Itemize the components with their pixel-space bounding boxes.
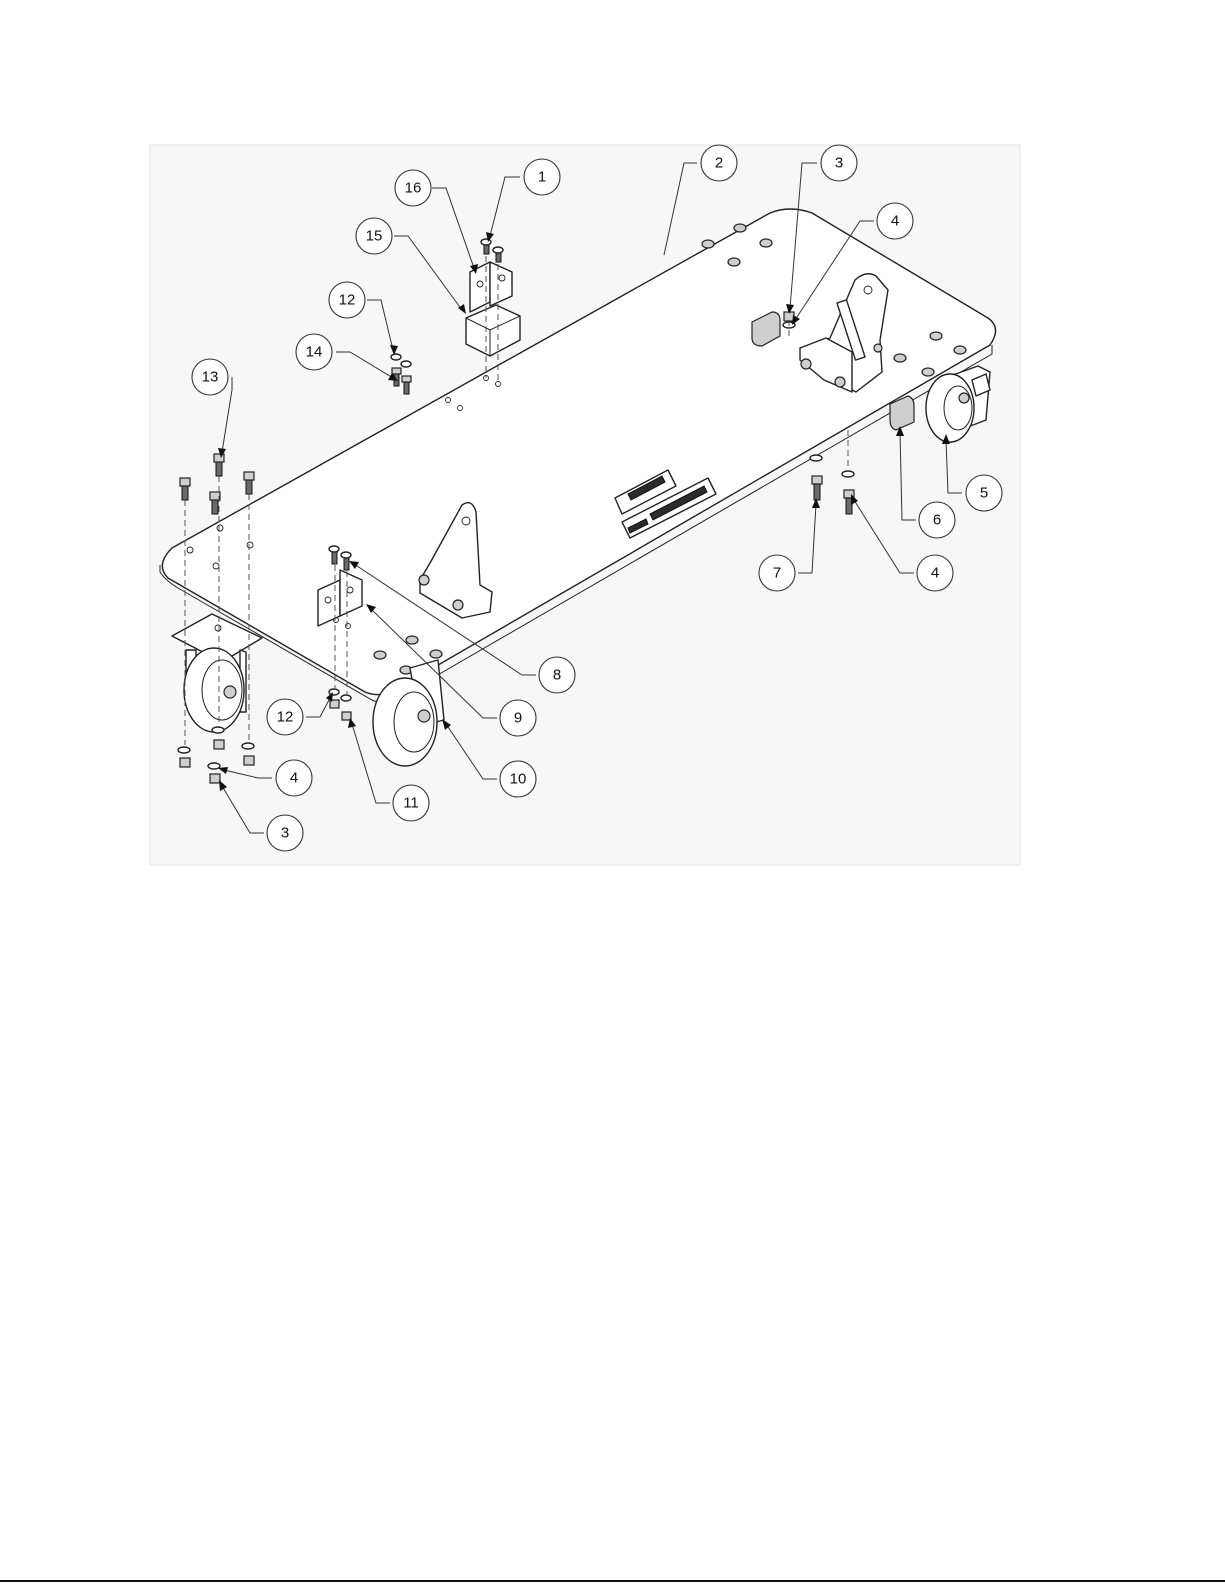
callout-number: 4 bbox=[891, 213, 899, 230]
callout-number: 12 bbox=[277, 709, 294, 726]
callout-number: 13 bbox=[202, 369, 219, 386]
callout-balloon: 4 bbox=[917, 555, 953, 591]
callout-balloon: 6 bbox=[919, 502, 955, 538]
callout-number: 9 bbox=[514, 710, 522, 727]
callout-balloon: 14 bbox=[296, 334, 332, 370]
callout-number: 3 bbox=[281, 825, 289, 842]
callout-number: 3 bbox=[835, 155, 843, 172]
callout-number: 4 bbox=[931, 565, 939, 582]
callout-balloon: 8 bbox=[539, 657, 575, 693]
callout-number: 7 bbox=[773, 565, 781, 582]
callout-balloon: 1 bbox=[524, 159, 560, 195]
callout-balloon: 16 bbox=[395, 170, 431, 206]
callout-number: 6 bbox=[933, 512, 941, 529]
callout-balloon: 12 bbox=[329, 282, 365, 318]
callout-balloon: 13 bbox=[192, 359, 228, 395]
callout-number: 11 bbox=[403, 795, 419, 812]
callout-balloon: 15 bbox=[356, 218, 392, 254]
callout-balloon: 4 bbox=[276, 760, 312, 796]
callout-number: 10 bbox=[510, 771, 527, 788]
callout-number: 15 bbox=[366, 228, 383, 245]
callout-balloon: 10 bbox=[500, 761, 536, 797]
callout-number: 1 bbox=[538, 169, 546, 186]
callout-number: 14 bbox=[306, 344, 323, 361]
callout-balloon: 3 bbox=[821, 145, 857, 181]
callout-number: 2 bbox=[715, 155, 723, 172]
callout-balloon: 7 bbox=[759, 555, 795, 591]
callout-number: 5 bbox=[980, 485, 988, 502]
callout-balloon: 4 bbox=[877, 203, 913, 239]
callout-balloon: 2 bbox=[701, 145, 737, 181]
callout-balloon: 3 bbox=[267, 815, 303, 851]
callout-balloon: 11 bbox=[393, 785, 429, 821]
callout-balloon: 12 bbox=[267, 699, 303, 735]
page-bottom-rule bbox=[0, 1580, 1225, 1582]
callout-number: 16 bbox=[405, 180, 422, 197]
callout-number: 8 bbox=[553, 667, 561, 684]
callout-balloon: 5 bbox=[966, 475, 1002, 511]
callout-number: 4 bbox=[290, 770, 298, 787]
callout-balloon: 9 bbox=[500, 700, 536, 736]
callout-number: 12 bbox=[339, 292, 356, 309]
